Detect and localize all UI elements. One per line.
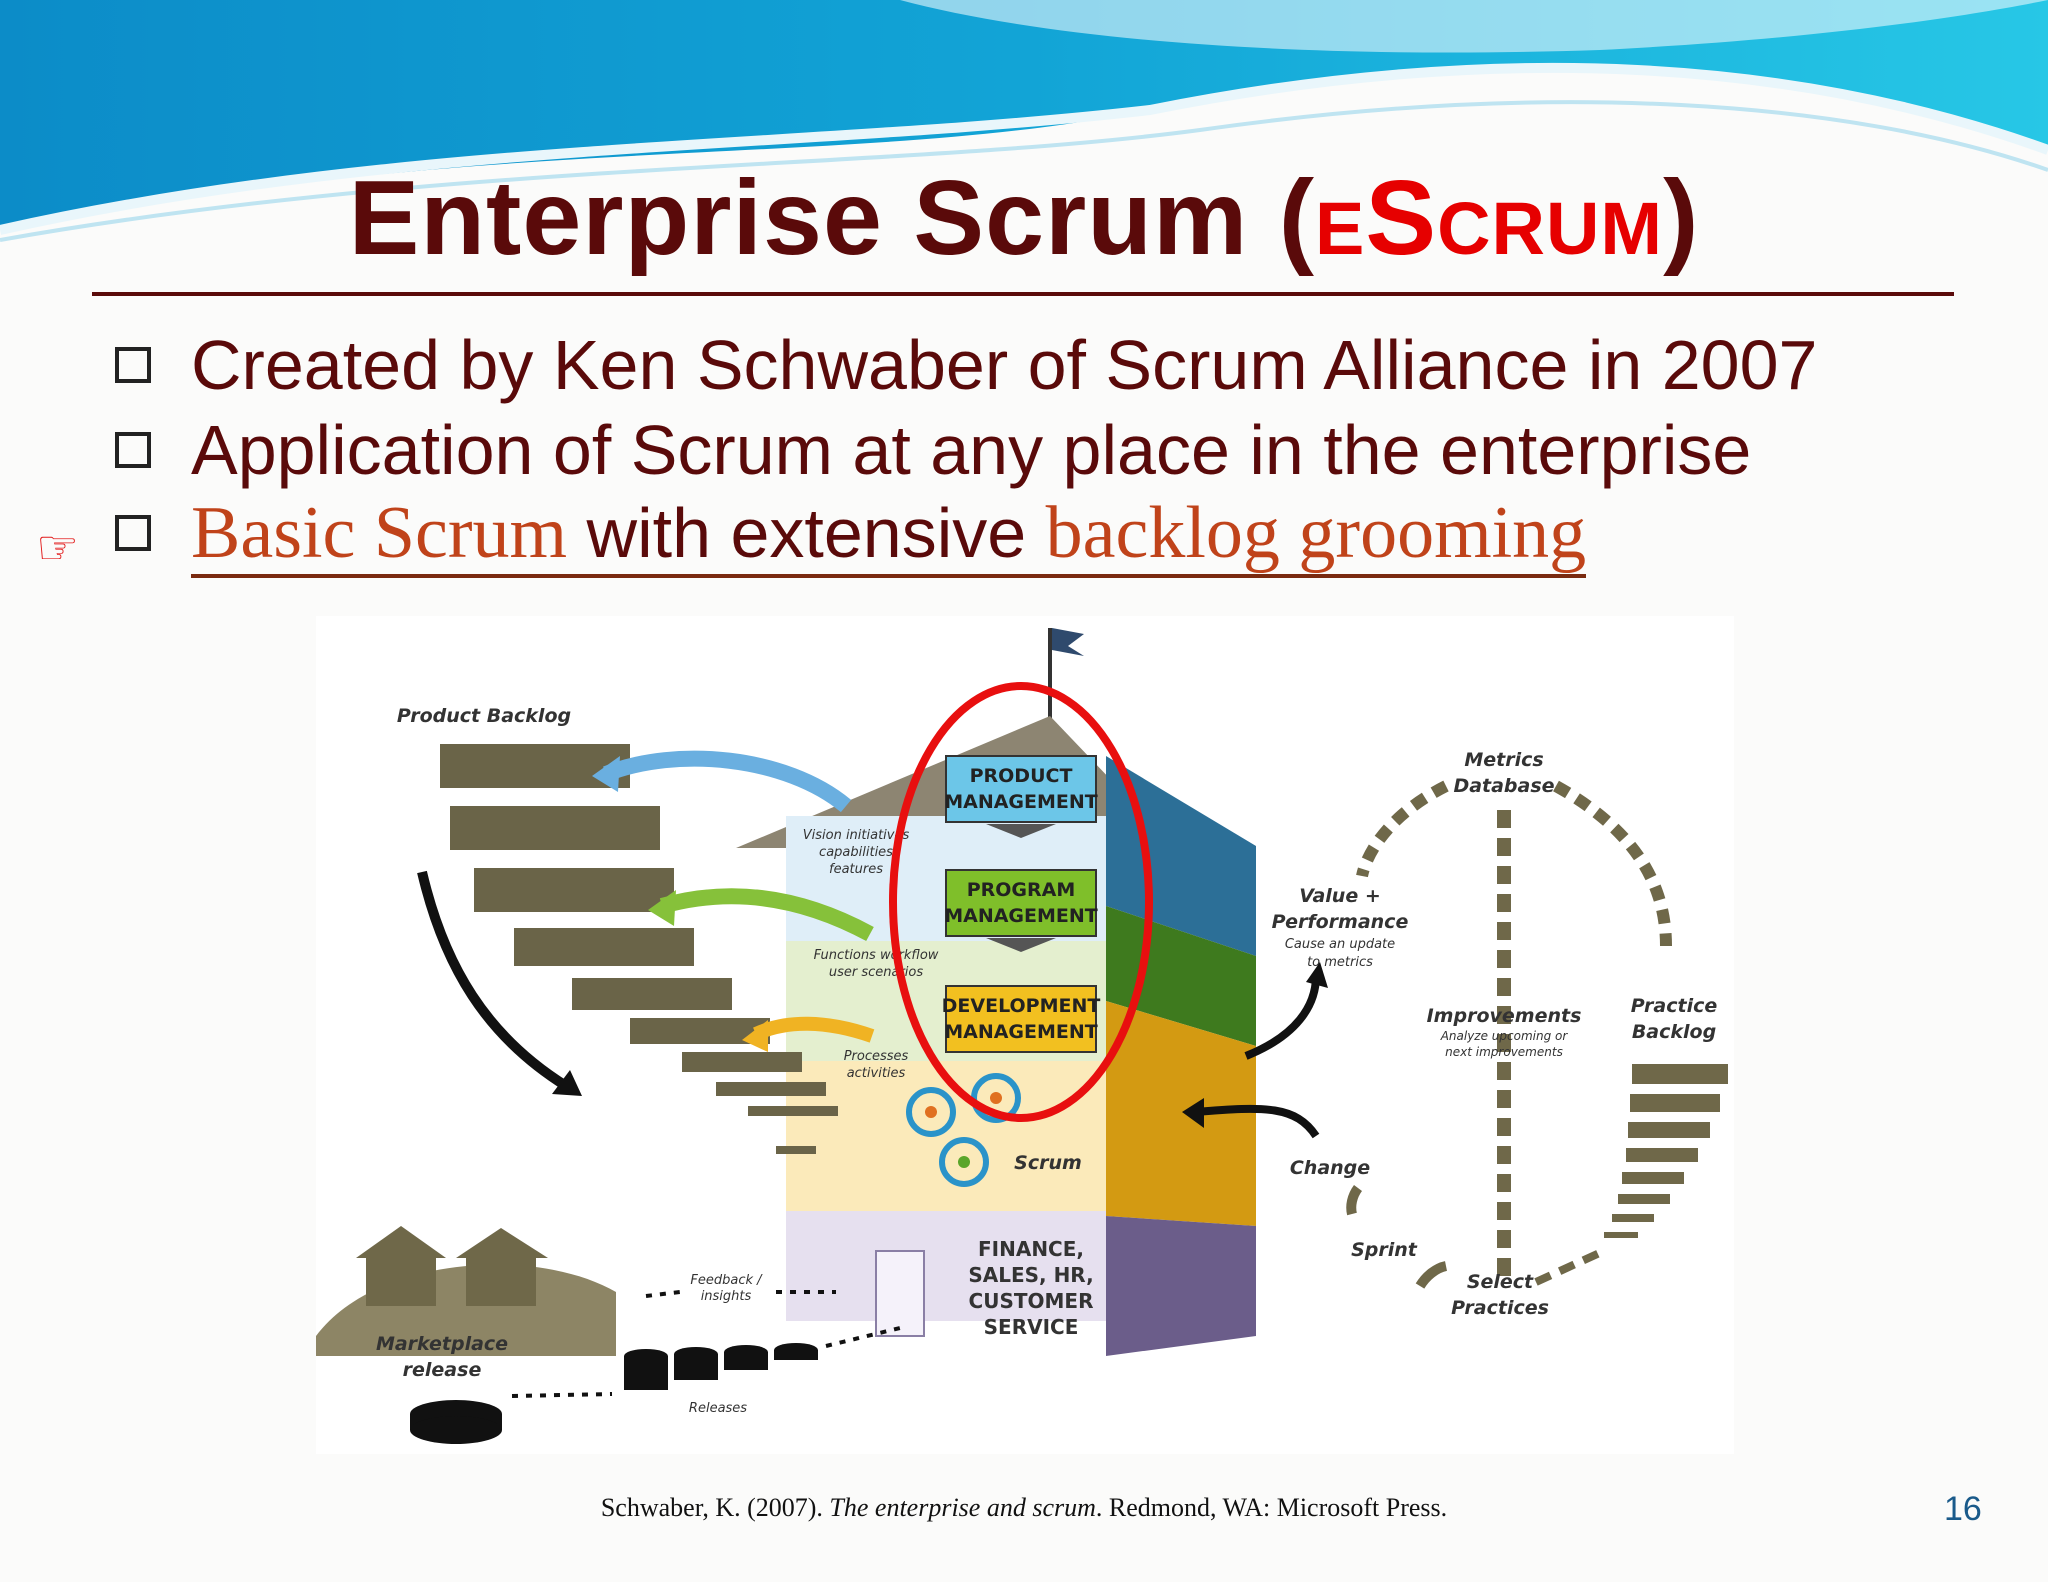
svg-text:Functions workflow: Functions workflow <box>814 948 939 963</box>
svg-text:Product Backlog: Product Backlog <box>397 705 571 727</box>
basic-scrum-link[interactable]: Basic Scrum <box>191 492 568 574</box>
highlight-ellipse <box>889 682 1153 1122</box>
svg-text:Analyze upcoming or: Analyze upcoming or <box>1440 1029 1569 1043</box>
svg-text:user scenarios: user scenarios <box>829 965 924 980</box>
slide-title: Enterprise Scrum (eScrum) <box>348 159 1700 277</box>
svg-text:SERVICE: SERVICE <box>984 1315 1079 1339</box>
svg-text:features: features <box>829 862 883 877</box>
svg-text:PROGRAM: PROGRAM <box>967 879 1076 901</box>
bullet-item: Basic Scrum with extensive backlog groom… <box>115 492 1587 578</box>
svg-text:SALES, HR,: SALES, HR, <box>968 1263 1093 1287</box>
svg-text:Change: Change <box>1290 1157 1370 1179</box>
svg-text:Marketplace: Marketplace <box>376 1333 508 1355</box>
svg-text:insights: insights <box>701 1289 752 1304</box>
svg-text:Cause an update: Cause an update <box>1285 937 1395 952</box>
svg-text:Improvements: Improvements <box>1427 1005 1582 1027</box>
svg-text:capabilities: capabilities <box>819 845 893 860</box>
svg-text:Backlog: Backlog <box>1632 1021 1716 1043</box>
svg-text:Feedback /: Feedback / <box>690 1273 763 1288</box>
svg-text:FINANCE,: FINANCE, <box>978 1237 1084 1261</box>
page-number: 16 <box>1944 1490 1982 1528</box>
svg-text:Releases: Releases <box>689 1401 747 1416</box>
checkbox-bullet-icon <box>115 346 151 383</box>
svg-text:next improvements: next improvements <box>1445 1045 1563 1059</box>
title-accent: eScrum <box>1315 159 1664 277</box>
svg-text:PRODUCT: PRODUCT <box>970 765 1073 787</box>
svg-text:Select: Select <box>1467 1271 1534 1293</box>
svg-text:Sprint: Sprint <box>1351 1239 1418 1261</box>
svg-text:MANAGEMENT: MANAGEMENT <box>944 905 1098 927</box>
enterprise-scrum-diagram: PRODUCT MANAGEMENT PROGRAM MANAGEMENT DE… <box>316 616 1734 1454</box>
citation: Schwaber, K. (2007). The enterprise and … <box>600 1493 1448 1522</box>
svg-text:Scrum: Scrum <box>1014 1152 1082 1174</box>
header-wave-decoration <box>0 0 2048 242</box>
svg-text:MANAGEMENT: MANAGEMENT <box>944 791 1098 813</box>
svg-text:Practice: Practice <box>1631 995 1718 1017</box>
checkbox-bullet-icon <box>115 514 151 551</box>
svg-text:to metrics: to metrics <box>1307 955 1373 970</box>
pointing-hand-icon: ☞ <box>36 522 80 575</box>
svg-text:DEVELOPMENT: DEVELOPMENT <box>942 995 1101 1017</box>
svg-text:CUSTOMER: CUSTOMER <box>969 1289 1094 1313</box>
bullet-item: Created by Ken Schwaber of Scrum Allianc… <box>115 325 1817 405</box>
svg-text:Processes: Processes <box>844 1049 909 1064</box>
svg-text:Value +: Value + <box>1299 885 1381 907</box>
svg-text:Database: Database <box>1453 775 1554 797</box>
svg-text:MANAGEMENT: MANAGEMENT <box>944 1021 1098 1043</box>
title-divider <box>92 292 1954 296</box>
svg-text:Practices: Practices <box>1451 1297 1549 1319</box>
checkbox-bullet-icon <box>115 431 151 468</box>
svg-text:release: release <box>403 1359 482 1381</box>
svg-text:Metrics: Metrics <box>1464 749 1543 771</box>
backlog-grooming-link[interactable]: backlog grooming <box>1045 492 1587 574</box>
bullet-item: Application of Scrum at any place in the… <box>115 410 1751 490</box>
svg-text:Performance: Performance <box>1272 911 1409 933</box>
svg-text:activities: activities <box>847 1066 906 1081</box>
svg-text:Vision initiatives: Vision initiatives <box>803 828 910 843</box>
